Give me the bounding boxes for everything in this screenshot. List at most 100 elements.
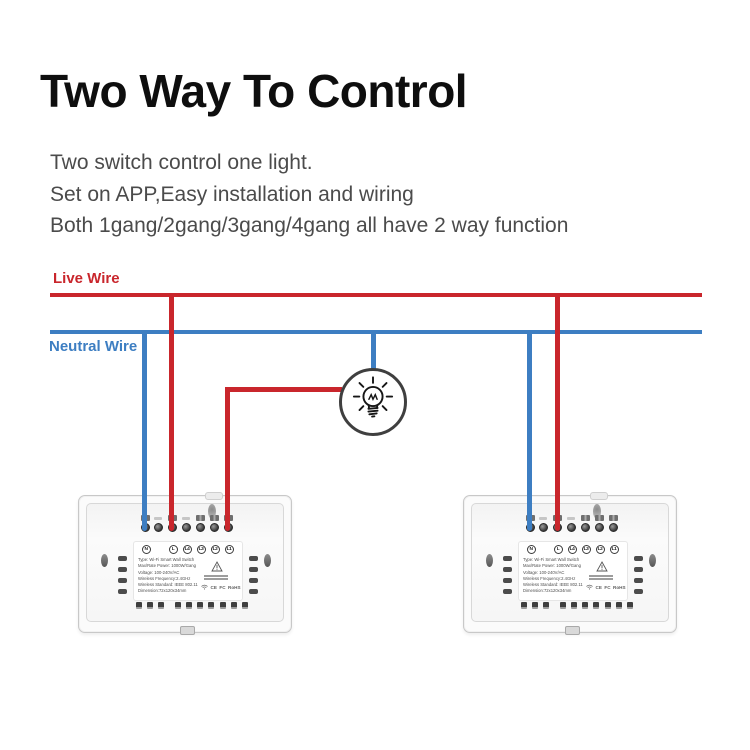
clip-notch	[249, 556, 258, 561]
clip-notch	[634, 556, 643, 561]
clip-notch	[118, 578, 127, 583]
contact-pin	[543, 602, 549, 609]
contact-pin	[186, 602, 192, 609]
terminal-slot-blank	[566, 517, 575, 520]
certification-marks: CE FC RoHS	[586, 584, 626, 590]
terminal-slot	[594, 515, 604, 521]
clip-notch	[118, 567, 127, 572]
screw-terminal	[580, 523, 590, 532]
contact-pin	[560, 602, 566, 609]
spring-clip-right	[264, 554, 271, 567]
mounting-screw-hole	[208, 504, 216, 519]
terminal-mark-l2: L2	[595, 545, 605, 554]
screw-terminal	[195, 523, 205, 532]
terminal-mark-l1: L1	[224, 545, 234, 554]
page-subtitle: Two switch control one light. Set on APP…	[50, 147, 568, 242]
screw-terminal	[538, 523, 548, 532]
terminal-slot-blank	[538, 517, 547, 520]
clip-notch	[634, 578, 643, 583]
contact-pin	[197, 602, 203, 609]
caution-text-line	[204, 575, 228, 577]
contact-pin	[147, 602, 153, 609]
terminal-mark-l2: L2	[210, 545, 220, 554]
lamp-wire-vertical	[224, 387, 230, 531]
clip-notch	[503, 578, 512, 583]
neutral-drop-right-switch	[526, 330, 532, 531]
fcc-mark: FC	[219, 584, 226, 590]
spring-clip-left	[101, 554, 108, 567]
mounting-screw-hole	[593, 504, 601, 519]
live-drop-right-switch	[554, 293, 560, 531]
terminal-slot-blank	[181, 517, 190, 520]
contact-pin	[220, 602, 226, 609]
screw-terminal	[153, 523, 163, 532]
screw-terminal	[594, 523, 604, 532]
contact-pin	[593, 602, 599, 609]
mounting-tab-top	[205, 492, 223, 500]
contact-pin	[242, 602, 248, 609]
subtitle-line-3: Both 1gang/2gang/3gang/4gang all have 2 …	[50, 214, 569, 237]
caution-text-line	[589, 578, 613, 580]
contact-pin	[521, 602, 527, 609]
switch-left: N L L4 L3 L2 L1 Type: Wi-Fi Smart Wall S…	[78, 492, 292, 635]
mounting-tab-top	[590, 492, 608, 500]
switch-right: N L L4 L3 L2 L1 Type: Wi-Fi Smart Wall S…	[463, 492, 677, 635]
contact-pin	[605, 602, 611, 609]
neutral-drop-lamp	[371, 330, 376, 372]
clip-notch	[503, 567, 512, 572]
terminal-mark-l4: L4	[567, 545, 577, 554]
terminal-mark-n: N	[141, 545, 151, 554]
live-drop-left-switch	[168, 293, 174, 531]
wifi-icon	[201, 584, 208, 590]
terminal-slot	[608, 515, 618, 521]
terminal-mark-l: L	[553, 545, 563, 554]
spec-text: Type: Wi-Fi Smart Wall Switch Max/Rate P…	[523, 557, 583, 594]
fcc-mark: FC	[604, 584, 611, 590]
clip-notch	[249, 567, 258, 572]
clip-notch	[249, 589, 258, 594]
clip-notch	[249, 578, 258, 583]
terminal-slot-blank	[153, 517, 162, 520]
wifi-icon	[586, 584, 593, 590]
live-wire-label: Live Wire	[53, 270, 120, 287]
neutral-bus-wire	[50, 330, 702, 334]
spec-label: N L L4 L3 L2 L1 Type: Wi-Fi Smart Wall S…	[133, 541, 243, 601]
light-bulb-icon	[352, 376, 394, 418]
clip-notch	[634, 589, 643, 594]
contact-pin	[582, 602, 588, 609]
terminal-slot	[580, 515, 590, 521]
spec-text: Type: Wi-Fi Smart Wall Switch Max/Rate P…	[138, 557, 198, 594]
contact-pin	[532, 602, 538, 609]
contact-pin	[616, 602, 622, 609]
caution-text-line	[589, 575, 613, 577]
live-bus-wire	[50, 293, 702, 297]
terminal-mark-l3: L3	[581, 545, 591, 554]
clip-notch	[503, 556, 512, 561]
rohs-mark: RoHS	[228, 584, 241, 590]
contact-pin	[627, 602, 633, 609]
terminal-slot	[195, 515, 205, 521]
spec-label: N L L4 L3 L2 L1 Type: Wi-Fi Smart Wall S…	[518, 541, 628, 601]
screw-terminal	[209, 523, 219, 532]
neutral-wire-label: Neutral Wire	[49, 338, 138, 355]
clip-notch	[634, 567, 643, 572]
subtitle-line-2: Set on APP,Easy installation and wiring	[50, 182, 414, 206]
clip-notch	[503, 589, 512, 594]
neutral-drop-left-switch	[141, 330, 147, 531]
warning-triangle-icon	[596, 561, 608, 572]
contact-pin	[208, 602, 214, 609]
terminal-mark-l3: L3	[196, 545, 206, 554]
caution-text-line	[204, 578, 228, 580]
clip-notch	[118, 589, 127, 594]
mounting-tab-bottom	[565, 626, 580, 635]
spring-clip-left	[486, 554, 493, 567]
spring-clip-right	[649, 554, 656, 567]
terminal-slot	[209, 515, 219, 521]
screw-terminal	[566, 523, 576, 532]
ce-mark: CE	[595, 584, 602, 590]
certification-marks: CE FC RoHS	[201, 584, 241, 590]
contact-pin	[231, 602, 237, 609]
contact-pin	[571, 602, 577, 609]
subtitle-line-1: Two switch control one light.	[50, 151, 313, 174]
